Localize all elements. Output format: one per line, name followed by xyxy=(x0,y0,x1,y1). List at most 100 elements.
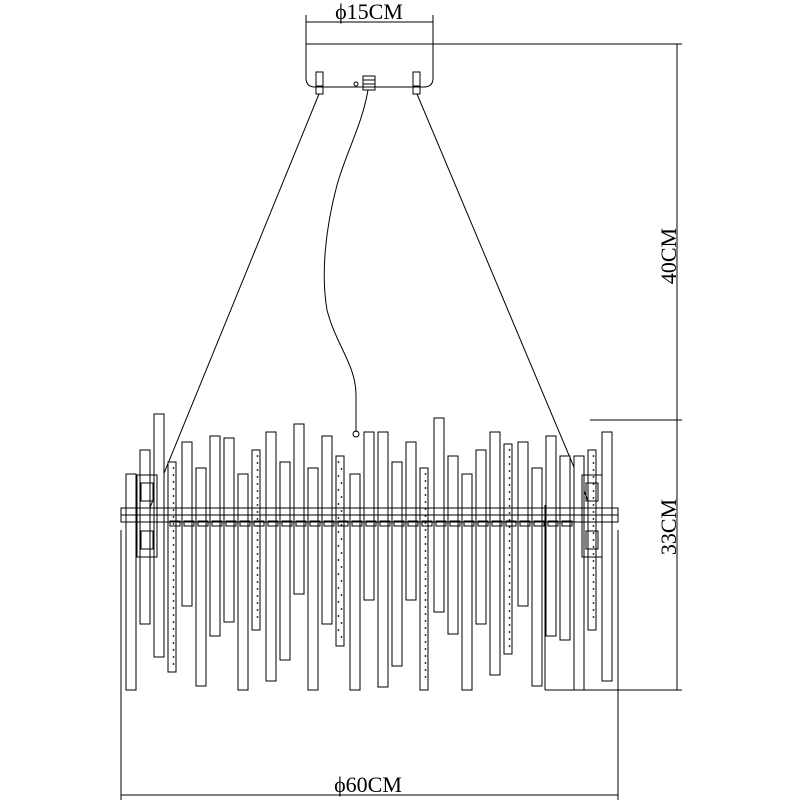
crystal-rod xyxy=(587,449,597,631)
crystal-texture-dot xyxy=(592,469,595,471)
crystal-texture-dot xyxy=(337,461,340,463)
ring-connector xyxy=(169,520,181,527)
crystal-texture-dot xyxy=(256,532,259,534)
ring-connector xyxy=(407,520,419,527)
glass-rod xyxy=(391,461,403,667)
crystal-texture-dot xyxy=(337,517,340,519)
ring-connector xyxy=(309,520,321,527)
glass-rod xyxy=(195,467,207,687)
crystal-texture-dot xyxy=(592,595,595,597)
crystal-texture-dot xyxy=(592,462,595,464)
crystal-texture-dot xyxy=(508,582,511,584)
crystal-texture-dot xyxy=(340,496,343,498)
crystal-texture-dot xyxy=(592,581,595,583)
crystal-texture-dot xyxy=(340,594,343,596)
crystal-texture-dot xyxy=(337,587,340,589)
canopy-dimension: ϕ15CM xyxy=(305,0,434,48)
ring-connector xyxy=(225,520,237,527)
crystal-texture-dot xyxy=(508,449,511,451)
crystal-texture-dot xyxy=(424,487,427,489)
crystal-texture-dot xyxy=(337,489,340,491)
crystal-texture-dot xyxy=(424,648,427,650)
glass-rod xyxy=(279,461,291,661)
crystal-texture-dot xyxy=(172,586,175,588)
ring-connector xyxy=(435,520,447,527)
glass-rod xyxy=(349,473,361,691)
glass-rod xyxy=(573,455,585,691)
crystal-texture-dot xyxy=(172,621,175,623)
crystal-rod xyxy=(503,443,513,655)
crystal-texture-dot xyxy=(256,490,259,492)
ring-connector xyxy=(183,520,195,527)
crystal-texture-dot xyxy=(256,469,259,471)
crystal-texture-dot xyxy=(592,574,595,576)
canopy xyxy=(305,43,434,95)
crystal-texture-dot xyxy=(256,539,259,541)
crystal-texture-dot xyxy=(256,588,259,590)
glass-rod xyxy=(461,473,473,691)
crystal-texture-dot xyxy=(172,488,175,490)
body-diameter-label: ϕ60CM xyxy=(334,772,402,797)
crystal-texture-dot xyxy=(424,571,427,573)
ring-connector xyxy=(561,520,573,527)
crystal-texture-dot xyxy=(424,529,427,531)
glass-rod xyxy=(293,423,305,595)
crystal-texture-dot xyxy=(256,609,259,611)
crystal-rod xyxy=(251,449,261,631)
crystal-texture-dot xyxy=(508,568,511,570)
crystal-texture-dot xyxy=(508,477,511,479)
crystal-texture-dot xyxy=(340,524,343,526)
crystal-texture-dot xyxy=(256,462,259,464)
glass-rod xyxy=(181,441,193,607)
glass-rod xyxy=(125,473,137,691)
glass-rod xyxy=(321,435,333,625)
suspension-cables xyxy=(148,93,593,511)
ring-connector xyxy=(505,520,517,527)
crystal-texture-dot xyxy=(172,516,175,518)
crystal-texture-dot xyxy=(508,456,511,458)
crystal-texture-dot xyxy=(424,627,427,629)
glass-rod xyxy=(517,441,529,607)
glass-rod xyxy=(545,435,557,637)
left-bracket xyxy=(136,474,158,558)
ring-connector xyxy=(295,520,307,527)
crystal-texture-dot xyxy=(508,463,511,465)
crystal-texture-dot xyxy=(424,557,427,559)
crystal-texture-dot xyxy=(256,497,259,499)
ring-connector xyxy=(533,520,545,527)
crystal-texture-dot xyxy=(508,617,511,619)
drop-length-label: 40CM xyxy=(656,228,681,284)
crystal-texture-dot xyxy=(256,455,259,457)
crystal-texture-dot xyxy=(172,481,175,483)
crystal-texture-dot xyxy=(256,567,259,569)
crystal-texture-dot xyxy=(592,539,595,541)
crystal-texture-dot xyxy=(592,553,595,555)
crystal-texture-dot xyxy=(424,522,427,524)
crystal-texture-dot xyxy=(592,455,595,457)
crystal-texture-dot xyxy=(592,567,595,569)
crystal-texture-dot xyxy=(340,622,343,624)
ring-connector xyxy=(477,520,489,527)
glass-rod xyxy=(377,431,389,688)
crystal-texture-dot xyxy=(508,596,511,598)
crystal-texture-dot xyxy=(337,615,340,617)
crystal-texture-dot xyxy=(592,616,595,618)
crystal-texture-dot xyxy=(172,530,175,532)
crystal-texture-dot xyxy=(424,550,427,552)
ring-connector xyxy=(491,520,503,527)
ring-connectors xyxy=(169,520,573,527)
ring-connector xyxy=(463,520,475,527)
crystal-texture-dot xyxy=(592,602,595,604)
crystal-texture-dot xyxy=(508,547,511,549)
crystal-texture-dot xyxy=(256,518,259,520)
crystal-texture-dot xyxy=(172,593,175,595)
crystal-texture-dot xyxy=(508,512,511,514)
crystal-texture-dot xyxy=(592,532,595,534)
crystal-texture-dot xyxy=(508,645,511,647)
crystal-texture-dot xyxy=(172,551,175,553)
crystal-texture-dot xyxy=(337,503,340,505)
crystal-texture-dot xyxy=(172,523,175,525)
glass-rod xyxy=(447,455,459,635)
crystal-texture-dot xyxy=(508,638,511,640)
